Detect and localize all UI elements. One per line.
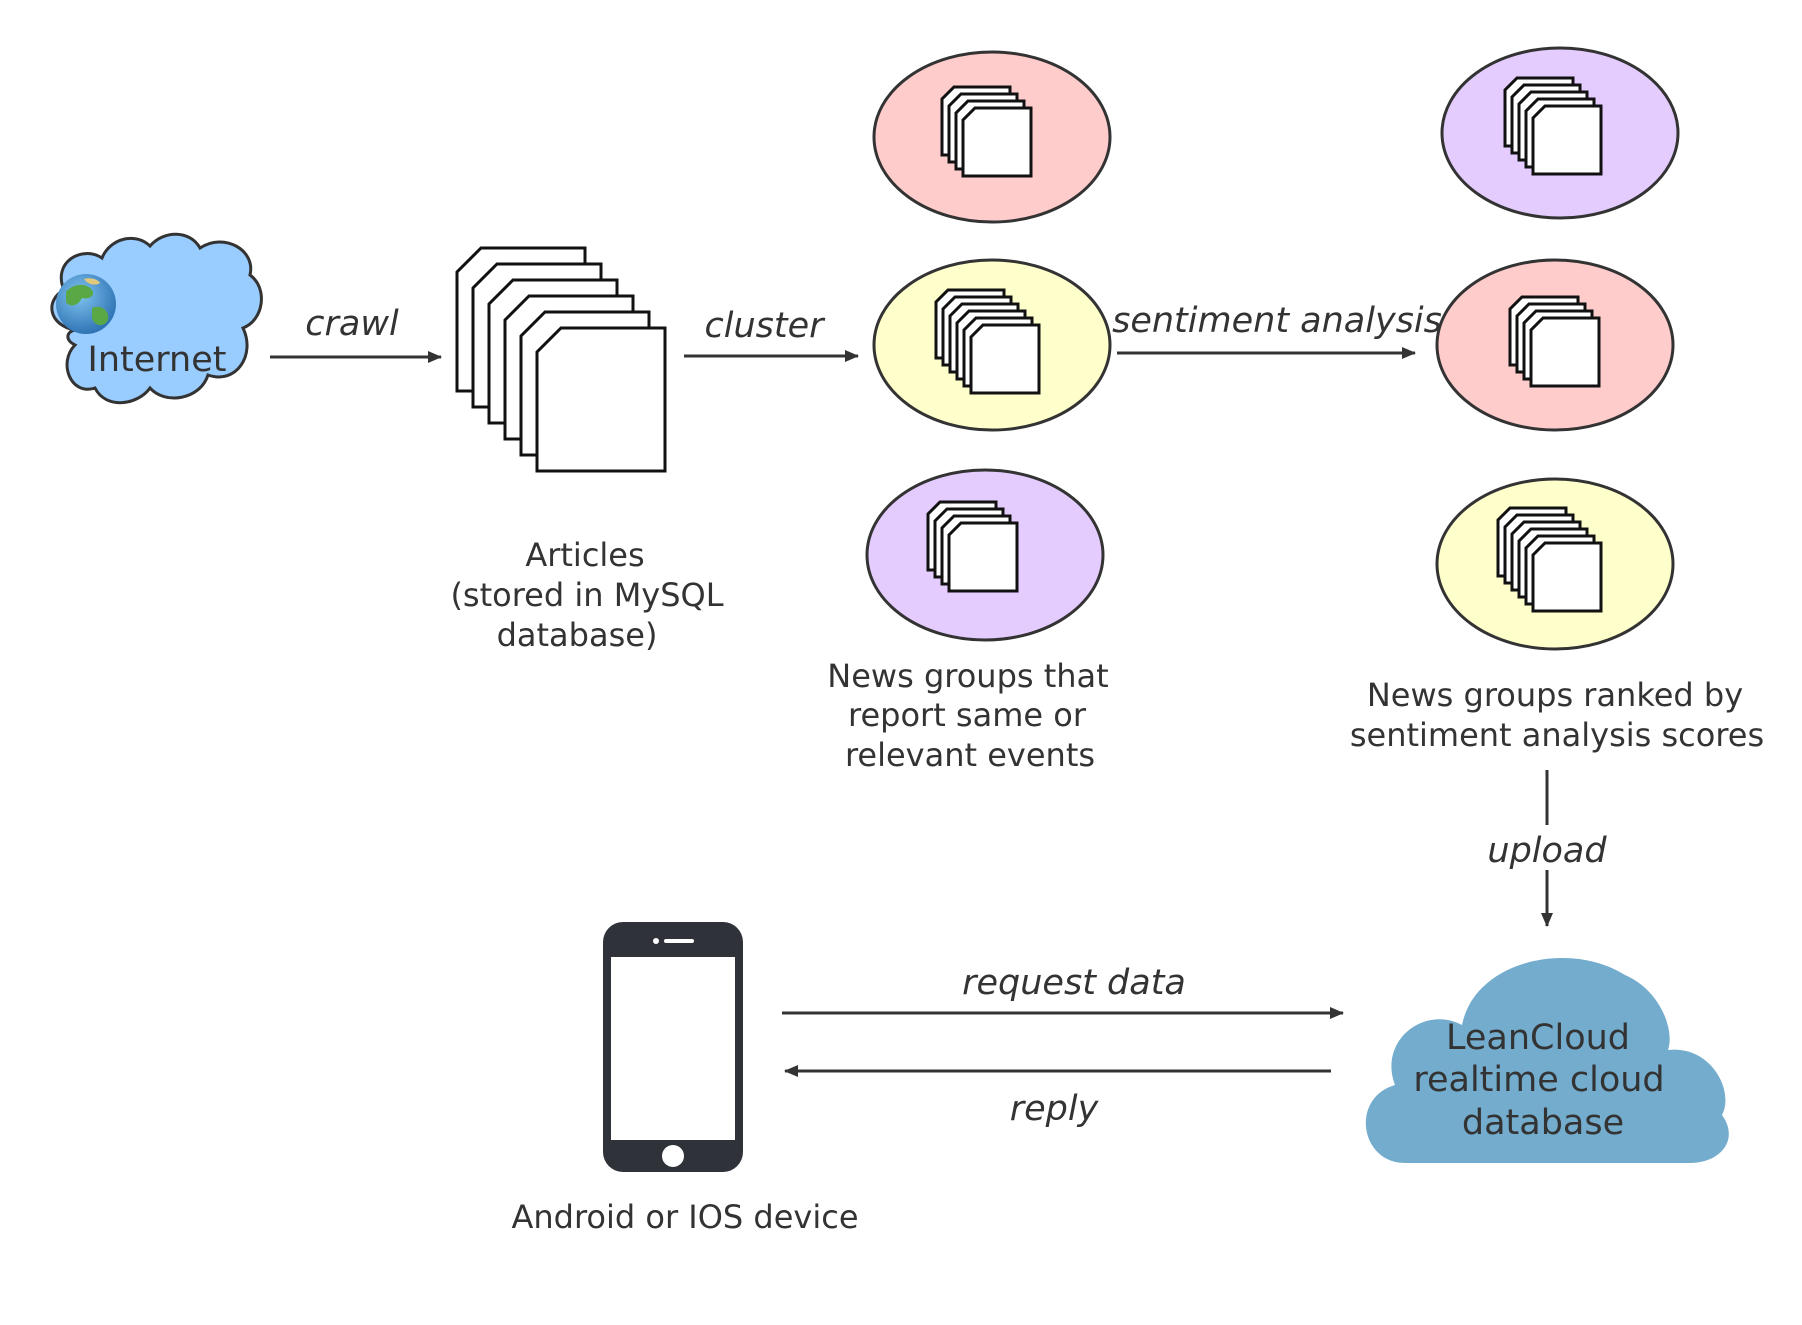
news-group-pink (872, 50, 1112, 224)
document-stack-icon (1496, 506, 1603, 613)
internet-node: Internet (50, 232, 263, 405)
smartphone-icon (603, 922, 743, 1172)
upload-edge: upload (1487, 770, 1607, 927)
groups-caption-line-2: report same or (848, 696, 1087, 734)
news-group-purple (865, 468, 1105, 642)
document-sheet (1531, 541, 1603, 613)
news-groups-node: News groups that report same or relevant… (827, 50, 1112, 774)
crawl-label: crawl (305, 304, 399, 344)
document-stack-icon (1508, 295, 1601, 388)
document-stack-icon (926, 500, 1019, 593)
leancloud-cloud-icon (1365, 957, 1729, 1163)
articles-label-line-2: (stored in MySQL (450, 576, 723, 614)
document-sheet (1529, 316, 1601, 388)
internet-cloud-icon (50, 232, 263, 405)
document-sheet (535, 326, 667, 473)
news-group-yellow (872, 258, 1112, 432)
crawl-edge: crawl (270, 304, 442, 363)
sentiment-label: sentiment analysis (1112, 301, 1442, 341)
internet-label: Internet (88, 340, 227, 380)
document-stack-icon (1503, 76, 1603, 176)
sentiment-edge: sentiment analysis (1112, 301, 1442, 359)
document-stack-icon (940, 85, 1033, 178)
groups-caption-line-1: News groups that (827, 657, 1108, 695)
articles-label-line-3: database) (497, 616, 658, 654)
reply-label: reply (1010, 1089, 1100, 1129)
leancloud-node: LeanCloud realtime cloud database (1365, 957, 1729, 1163)
document-sheet (961, 106, 1033, 178)
device-label: Android or IOS device (511, 1198, 858, 1236)
document-sheet (1531, 104, 1603, 176)
device-node: Android or IOS device (511, 922, 859, 1236)
ranked-group-purple (1440, 46, 1680, 220)
ranked-caption-line-1: News groups ranked by (1367, 676, 1743, 714)
leancloud-label-line-2: realtime cloud (1413, 1060, 1664, 1100)
ranked-group-yellow (1435, 477, 1675, 651)
leancloud-label-line-3: database (1462, 1103, 1624, 1143)
document-sheet (947, 521, 1019, 593)
request-label: request data (962, 963, 1186, 1003)
articles-label-line-1: Articles (525, 536, 644, 574)
document-sheet (969, 323, 1041, 395)
ranked-groups-node: News groups ranked by sentiment analysis… (1350, 46, 1764, 754)
groups-caption-line-3: relevant events (845, 736, 1095, 774)
leancloud-label-line-1: LeanCloud (1446, 1018, 1630, 1058)
document-stack-icon (934, 288, 1041, 395)
reply-edge: reply (784, 1065, 1331, 1129)
document-stack-icon (455, 246, 667, 473)
ranked-caption-line-2: sentiment analysis scores (1350, 716, 1764, 754)
ranked-group-pink (1435, 258, 1675, 432)
globe-icon (56, 274, 116, 334)
upload-label: upload (1487, 831, 1607, 871)
request-edge: request data (782, 963, 1344, 1019)
articles-node: Articles (stored in MySQL database) (450, 246, 724, 654)
cluster-edge: cluster (684, 306, 859, 362)
cluster-label: cluster (704, 306, 826, 346)
